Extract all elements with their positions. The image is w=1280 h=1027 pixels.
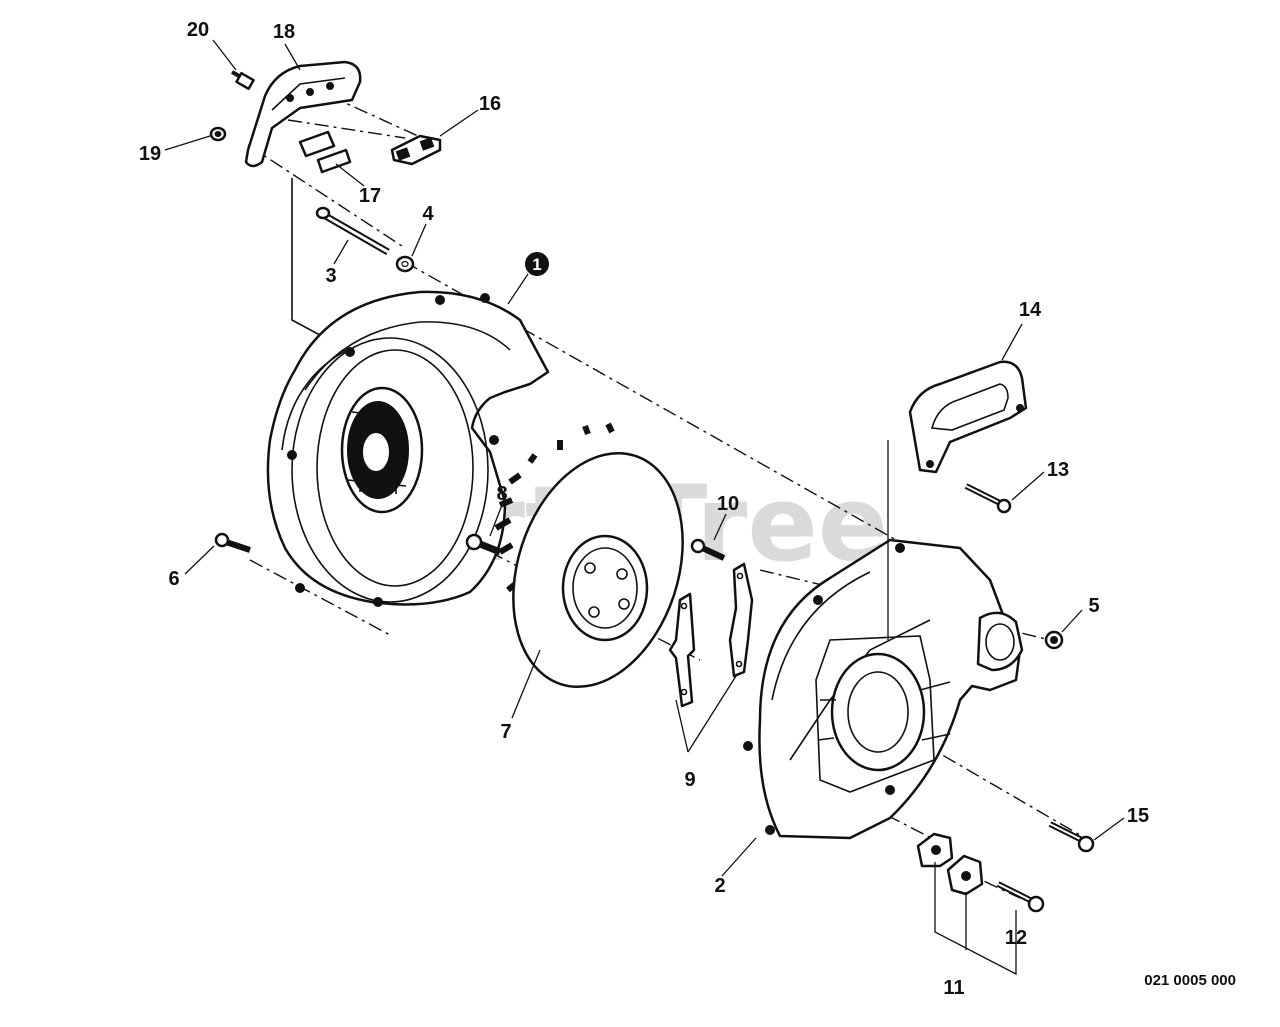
label-20: 20 [187, 19, 209, 41]
label-19: 19 [139, 143, 161, 165]
part-18-handle-bracket [244, 60, 362, 168]
label-11: 11 [943, 977, 964, 999]
label-3: 3 [325, 265, 336, 287]
part-12-screw [996, 881, 1045, 913]
part-19-nut [209, 126, 227, 142]
part-6-screw [214, 532, 251, 553]
part-9-brackets [668, 562, 754, 708]
part-14-rear-handle [908, 360, 1028, 474]
label-1: 1 [532, 255, 541, 274]
part-3-long-bolt [315, 206, 390, 256]
part-13-screw [964, 483, 1012, 514]
label-12: 12 [1005, 927, 1027, 949]
part-16-switch [390, 134, 442, 166]
label-2: 2 [714, 875, 725, 897]
part-8-screw [465, 533, 502, 556]
part-15-screw [1048, 821, 1095, 853]
part-11-clamps [916, 832, 984, 896]
label-4: 4 [422, 203, 434, 225]
label-7: 7 [500, 721, 511, 743]
part-4-washer [395, 255, 415, 273]
label-5: 5 [1088, 595, 1099, 617]
label-15: 15 [1127, 805, 1149, 827]
part-5-nut [1044, 630, 1064, 650]
label-16: 16 [479, 93, 501, 115]
part-17-label-plates [298, 130, 352, 174]
leader-lines [164, 39, 1125, 976]
part-1-callout: 1 [507, 252, 549, 305]
label-8: 8 [496, 483, 507, 505]
label-6: 6 [168, 568, 179, 590]
label-10: 10 [717, 493, 739, 515]
label-14: 14 [1019, 299, 1042, 321]
part-1-fan-cover [266, 290, 550, 607]
part-labels: 20 18 19 16 17 4 3 6 8 10 7 9 14 13 5 15… [139, 19, 1149, 999]
label-9: 9 [684, 769, 695, 791]
part-20-screw [231, 70, 255, 91]
label-17: 17 [359, 185, 381, 207]
part-10-screw [690, 538, 726, 561]
part-2-fan-case [743, 538, 1024, 840]
label-18: 18 [273, 21, 295, 43]
part-7-impeller [494, 422, 684, 689]
drawing-code: 021 0005 000 [1144, 972, 1236, 989]
label-13: 13 [1047, 459, 1069, 481]
